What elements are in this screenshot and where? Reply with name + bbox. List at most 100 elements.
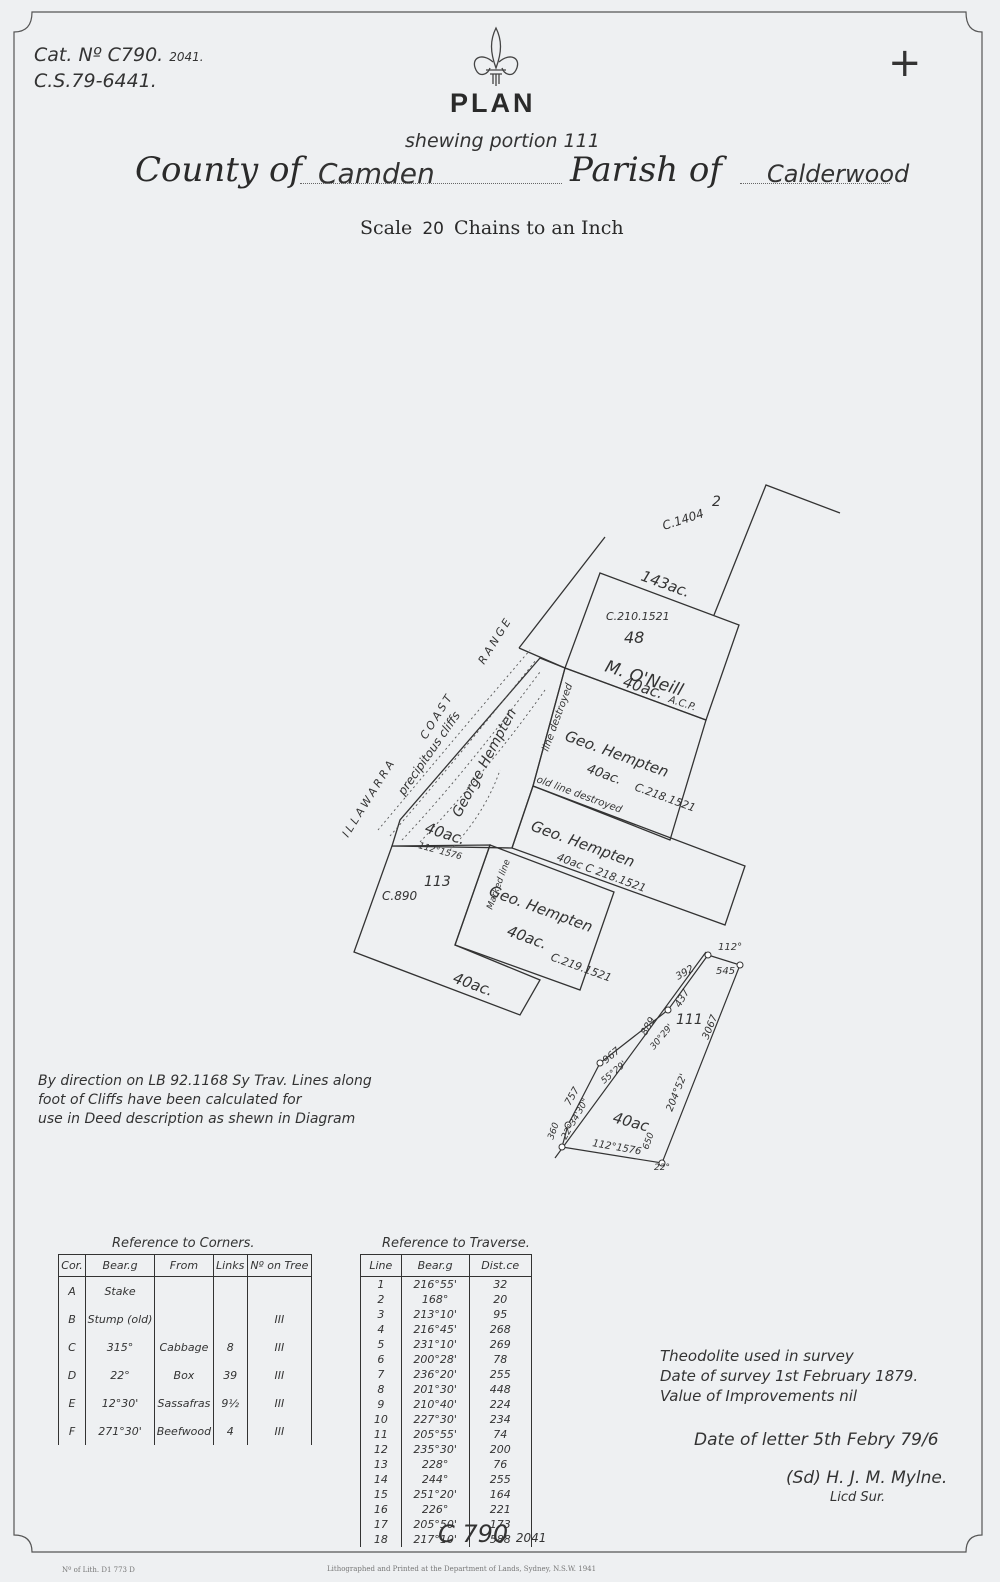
corners-cell: A [58,1276,86,1305]
traverse-cell: 201°30' [400,1382,470,1397]
traverse-cell: 235°30' [400,1442,470,1457]
footer-catalogue: C 790 2041 [438,1520,546,1548]
traverse-cell: 210°40' [400,1397,470,1412]
label-diag-360: 360 [546,1121,561,1141]
traverse-cell: 228° [400,1457,470,1472]
corners-cell: 39 [212,1361,248,1389]
showing-portion: shewing portion 111 [405,130,600,152]
traverse-header-0: Line [360,1254,402,1277]
traverse-cell: 78 [468,1352,532,1367]
traverse-cell: 205°50' [400,1517,470,1532]
traverse-cell: 20 [468,1292,532,1307]
corners-cell [212,1276,248,1305]
label-range-1: ILLAWARRA [340,756,399,840]
traverse-caption: Reference to Traverse. [382,1236,530,1251]
corners-cell: 12°30' [84,1389,156,1417]
traverse-cell: 8 [360,1382,402,1397]
scale-value: 20 [422,219,444,239]
map-top-number: 2 [712,494,721,510]
corners-cell: E [58,1389,86,1417]
traverse-cell: 231°10' [400,1337,470,1352]
traverse-cell: 251°20' [400,1487,470,1502]
survey-notes: Theodolite used in survey Date of survey… [660,1346,918,1406]
traverse-cell: 588 [468,1532,532,1547]
traverse-cell: 200°28' [400,1352,470,1367]
traverse-cell: 244° [400,1472,470,1487]
label-diag-right-dist: 3067 [701,1013,721,1041]
label-diag-22: 22° [654,1163,670,1173]
traverse-diagram [561,954,741,1164]
traverse-cell: 14 [360,1472,402,1487]
survey-line1: Theodolite used in survey [660,1347,854,1365]
traverse-cell: 17 [360,1517,402,1532]
corners-cell: 315° [84,1333,156,1361]
corners-cell: F [58,1417,86,1445]
county-dotted-line [300,183,562,184]
scale-line: Scale 20 Chains to an Inch [360,217,624,239]
corners-cell: III [246,1305,313,1333]
traverse-cell: 4 [360,1322,402,1337]
label-diag-111: 111 [676,1012,703,1028]
traverse-cell: 255 [468,1472,532,1487]
label-hempten1-area: 40ac. [585,762,624,788]
corners-cell: III [246,1333,313,1361]
traverse-cell: 6 [360,1352,402,1367]
note-line2: foot of Cliffs have been calculated for [38,1092,302,1108]
corners-cell: 8 [212,1333,248,1361]
corners-header-3: Links [212,1254,248,1277]
corners-cell [212,1305,248,1333]
scale-post: Chains to an Inch [454,217,624,239]
label-143ac: 143ac. [639,567,693,601]
traverse-cell: 234 [468,1412,532,1427]
traverse-cell: 95 [468,1307,532,1322]
corners-cell: Beefwood [154,1417,214,1445]
lith-number: Nº of Lith. D1 773 D [62,1566,135,1574]
survey-line3: Value of Improvements nil [660,1387,858,1405]
catalogue-number: Cat. Nº C790. 2041. [34,44,204,66]
traverse-cell: 3 [360,1307,402,1322]
label-hempten3-owner: Geo. Hempten [487,882,595,936]
traverse-cell: 216°55' [400,1276,470,1292]
traverse-cell: 269 [468,1337,532,1352]
survey-line2: Date of survey 1st February 1879. [660,1367,919,1385]
label-diag-889: 889 [639,1015,658,1037]
corners-cell: 9½ [212,1389,248,1417]
traverse-cell: 205°55' [400,1427,470,1442]
traverse-cell: 10 [360,1412,402,1427]
label-diag-5529: 55°29' [600,1059,629,1086]
portion-111 [391,657,566,849]
note-line3: use in Deed description as shewn in Diag… [38,1111,356,1127]
traverse-cell: 224 [468,1397,532,1412]
boundary-line-2 [713,484,841,616]
label-diag-top-bearing: 112° [718,942,742,953]
traverse-cell: 1 [360,1276,402,1292]
corners-cell: III [246,1361,313,1389]
label-c1404: C.1404 [661,506,706,533]
corners-cell: III [246,1417,313,1445]
corners-cell [246,1276,313,1305]
corners-cell: Box [154,1361,214,1389]
corners-cell: Sassafras [154,1389,214,1417]
traverse-cell: 221 [468,1502,532,1517]
label-hempten3-c: C.219.1521 [549,951,613,985]
cat-no-line1: Cat. Nº C790. [34,44,164,66]
traverse-cell: 76 [468,1457,532,1472]
traverse-cell: 12 [360,1442,402,1457]
